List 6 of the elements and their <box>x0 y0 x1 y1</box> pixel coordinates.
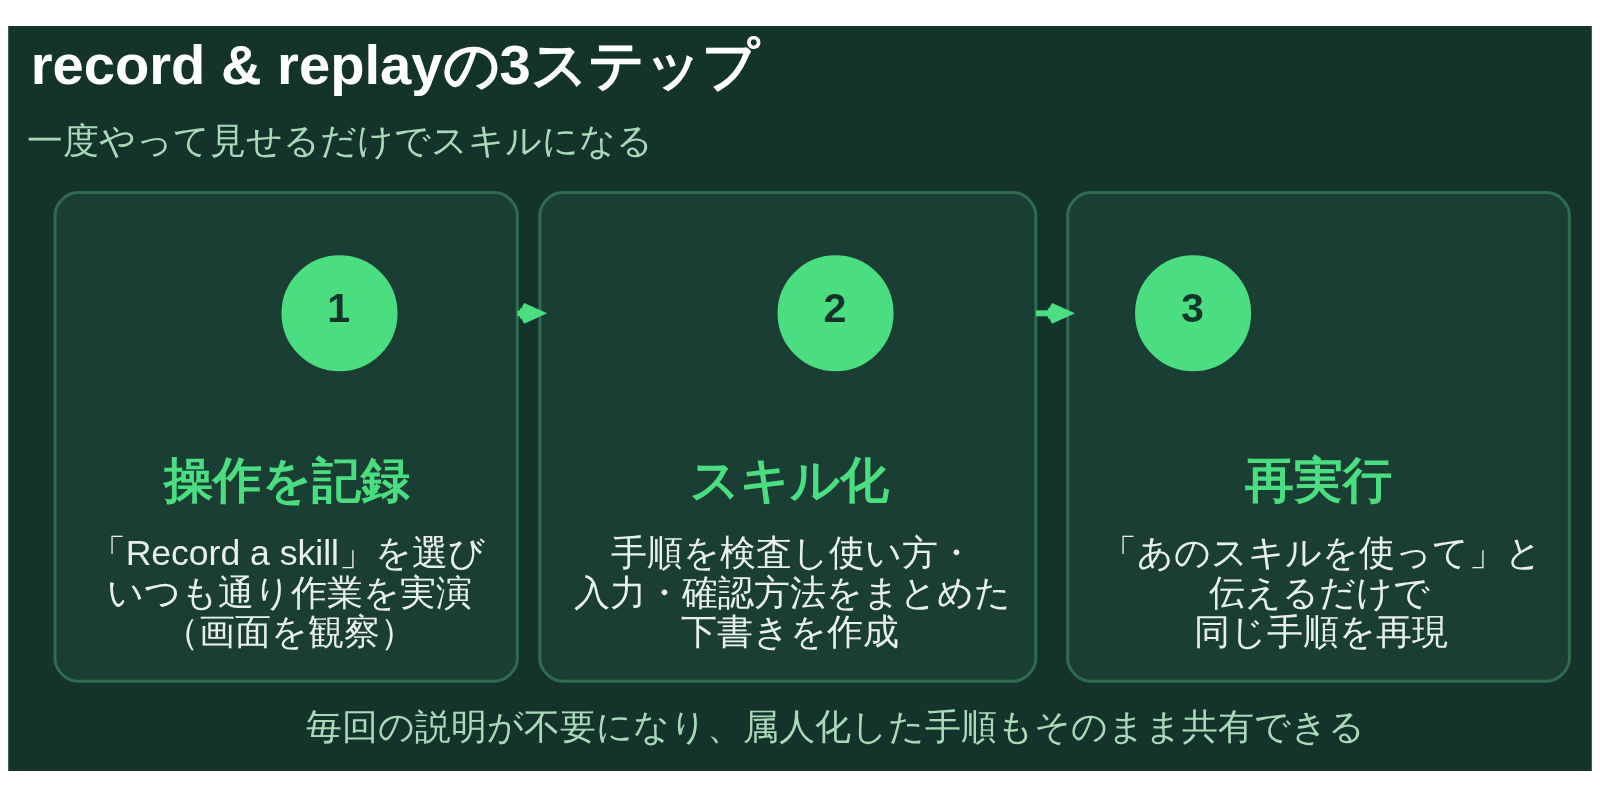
node-circle: 2 <box>777 254 894 371</box>
caption: 毎回の説明が不要になり、属人化した手順もそのまま共有できる <box>306 706 1366 747</box>
label: 一度やって見せるだけでスキルになる <box>26 120 653 161</box>
diagram-title: record & replayの3ステップ <box>30 32 759 96</box>
node-circle: 1 <box>281 254 398 371</box>
node-circle: 3 <box>1135 254 1252 371</box>
